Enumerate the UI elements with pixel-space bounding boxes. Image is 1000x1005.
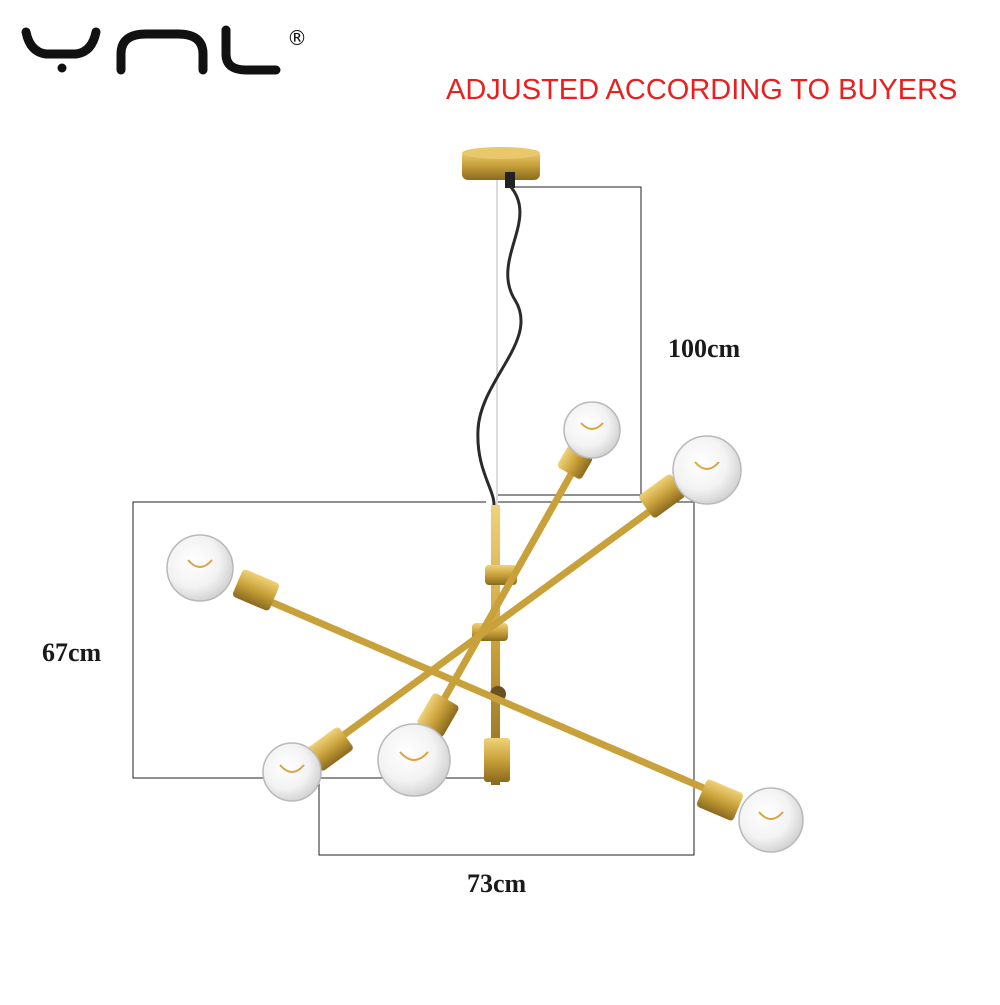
- arm-bottom-left-to-right-top: [326, 496, 669, 749]
- arm-left-to-right-bottom: [251, 591, 724, 799]
- width-dimension-line: [318, 501, 695, 856]
- power-cord: [476, 185, 523, 507]
- arms: [251, 458, 724, 799]
- center-stem: [491, 505, 500, 785]
- ceiling-canopy: [462, 147, 540, 188]
- bulb-filaments: [187, 422, 784, 820]
- center-socket: [484, 738, 510, 782]
- depth-label: 67cm: [42, 638, 102, 667]
- arm-bottom-center-to-top: [431, 458, 582, 719]
- height-label: 100cm: [668, 334, 741, 363]
- height-dimension-line: [498, 186, 642, 496]
- adjustment-notice: ADJUSTED ACCORDING TO BUYERS: [446, 74, 958, 106]
- brand-logo: [21, 25, 281, 75]
- registered-mark: ®: [287, 26, 307, 50]
- width-label: 73cm: [467, 869, 527, 898]
